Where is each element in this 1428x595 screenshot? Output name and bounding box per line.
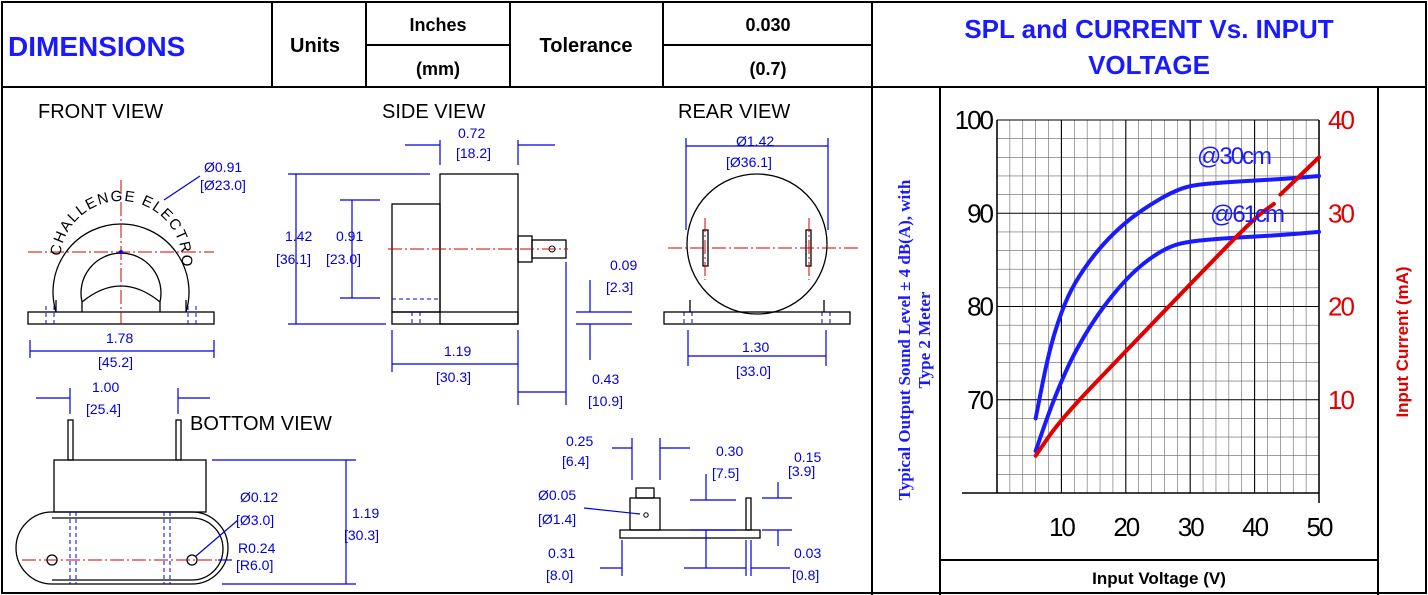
bottom-length-in: 1.19 — [352, 505, 379, 521]
units-label: Units — [290, 35, 340, 57]
y-right-tick-label: 10 — [1328, 385, 1354, 415]
side-view-label: SIDE VIEW — [382, 101, 485, 123]
series-line-current-3 — [1278, 155, 1321, 197]
rear-view-label: REAR VIEW — [678, 101, 790, 123]
chart-grid — [962, 119, 1320, 503]
bottom-radius-in: R0.24 — [238, 540, 276, 556]
detail-height-mm: [7.5] — [712, 465, 739, 481]
detail-thick-mm: [0.8] — [792, 567, 819, 583]
x-tick-label: 10 — [1049, 512, 1075, 542]
detail-offset-in: 0.31 — [548, 545, 575, 561]
y-left-tick-label: 80 — [967, 292, 993, 322]
y-left-tick-label: 100 — [955, 105, 994, 135]
x-tick-label: 50 — [1307, 512, 1333, 542]
chart-y-left-label-1: Typical Output Sound Level ± 4 dB(A), wi… — [895, 179, 914, 500]
y-left-tick-label: 90 — [967, 198, 993, 228]
front-view-label: FRONT VIEW — [38, 101, 163, 123]
units-mm: (mm) — [416, 59, 460, 79]
series-line-30cm — [1033, 173, 1321, 421]
tolerance-mm: (0.7) — [749, 59, 786, 79]
tolerance-label: Tolerance — [540, 35, 633, 57]
side-base-in: 0.09 — [610, 257, 637, 273]
x-tick-label: 30 — [1178, 512, 1204, 542]
chart-title-line2: VOLTAGE — [1088, 50, 1210, 80]
detail-width-mm: [6.4] — [562, 453, 589, 469]
chart-series — [1033, 155, 1321, 458]
side-height-mm: [36.1] — [276, 251, 311, 267]
chart-y-right-label: Input Current (mA) — [1393, 266, 1412, 417]
side-length-mm: [30.3] — [436, 369, 471, 385]
front-dia-in: Ø0.91 — [204, 159, 242, 175]
front-dia-mm: [Ø23.0] — [200, 177, 246, 193]
bottom-view-drawing — [15, 388, 356, 585]
bottom-view-label: BOTTOM VIEW — [190, 413, 332, 435]
side-view-drawing — [288, 140, 632, 405]
rear-width-mm: [33.0] — [736, 363, 771, 379]
detail-hole-in: Ø0.05 — [538, 487, 576, 503]
front-width-in: 1.78 — [106, 330, 133, 346]
y-right-tick-label: 30 — [1328, 198, 1354, 228]
side-depth-in: 0.72 — [458, 125, 485, 141]
side-body-mm: [23.0] — [326, 251, 361, 267]
side-depth-mm: [18.2] — [456, 145, 491, 161]
chart-ticks: 10 20 30 40 50 100 90 80 70 40 30 20 10 — [955, 105, 1357, 542]
bottom-radius-mm: [R6.0] — [236, 557, 273, 573]
dimensions-title: DIMENSIONS — [8, 31, 185, 62]
y-right-tick-label: 40 — [1328, 105, 1354, 135]
rear-view-drawing — [663, 138, 858, 366]
series-label-30cm: @30cm — [1197, 143, 1271, 170]
detail-offset-mm: [8.0] — [546, 567, 573, 583]
bottom-pitch-in: 1.00 — [92, 379, 119, 395]
side-body-in: 0.91 — [336, 228, 363, 244]
detail-hole-mm: [Ø1.4] — [538, 511, 576, 527]
side-base-mm: [2.3] — [606, 279, 633, 295]
bottom-length-mm: [30.3] — [344, 527, 379, 543]
side-pin-mm: [10.9] — [588, 393, 623, 409]
front-width-mm: [45.2] — [98, 354, 133, 370]
tolerance-inches: 0.030 — [745, 15, 790, 35]
x-tick-label: 40 — [1242, 512, 1268, 542]
bottom-hole-mm: [Ø3.0] — [236, 512, 274, 528]
detail-tab-in: 0.15 — [794, 449, 821, 465]
side-height-in: 1.42 — [285, 228, 312, 244]
side-length-in: 1.19 — [444, 343, 471, 359]
detail-tab-mm: [3.9] — [788, 463, 815, 479]
detail-width-in: 0.25 — [566, 433, 593, 449]
series-label-61cm: @61cm — [1210, 201, 1284, 228]
rear-width-in: 1.30 — [742, 339, 769, 355]
rear-dia-mm: [Ø36.1] — [726, 154, 772, 170]
units-inches: Inches — [409, 15, 466, 35]
detail-thick-in: 0.03 — [794, 545, 821, 561]
chart-title-line1: SPL and CURRENT Vs. INPUT — [964, 14, 1333, 44]
terminal-detail-drawing — [583, 438, 792, 576]
bottom-pitch-mm: [25.4] — [86, 401, 121, 417]
series-line-current-2 — [1033, 201, 1276, 458]
side-pin-in: 0.43 — [592, 371, 619, 387]
bottom-hole-in: Ø0.12 — [240, 489, 278, 505]
y-right-tick-label: 20 — [1328, 292, 1354, 322]
detail-height-in: 0.30 — [716, 443, 743, 459]
chart-x-label: Input Voltage (V) — [1092, 569, 1226, 588]
y-left-tick-label: 70 — [967, 385, 993, 415]
rear-dia-in: Ø1.42 — [736, 133, 774, 149]
chart-y-left-label-2: Type 2 Meter — [915, 291, 934, 388]
chart-area: 10 20 30 40 50 100 90 80 70 40 30 20 10 — [955, 105, 1357, 542]
x-tick-label: 20 — [1113, 512, 1139, 542]
